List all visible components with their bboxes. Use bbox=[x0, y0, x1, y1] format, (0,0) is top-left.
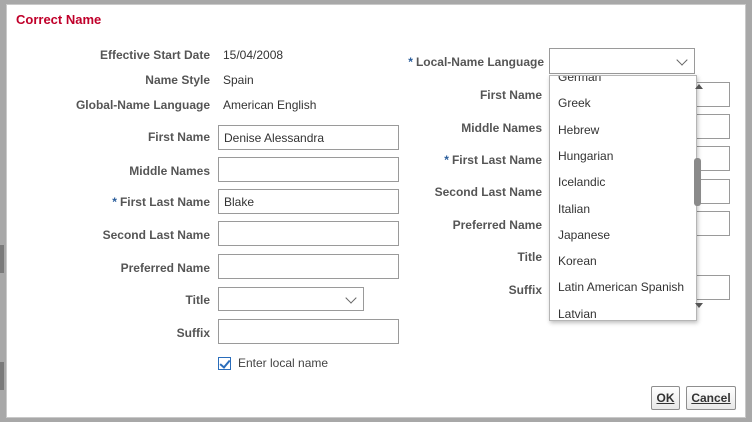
local-name-language-select[interactable] bbox=[549, 48, 695, 74]
cancel-button[interactable]: Cancel bbox=[686, 386, 736, 410]
local-name-language-label-text: Local-Name Language bbox=[415, 55, 544, 69]
suffix-label: Suffix bbox=[176, 326, 210, 340]
scroll-down-arrow-icon[interactable] bbox=[695, 303, 703, 308]
required-marker: * bbox=[112, 195, 117, 209]
local-suffix-label: Suffix bbox=[508, 283, 542, 297]
local-middle-names-label: Middle Names bbox=[461, 121, 542, 135]
background-edge-marker bbox=[0, 245, 4, 273]
dialog-title: Correct Name bbox=[16, 12, 102, 27]
ok-button[interactable]: OK bbox=[651, 386, 680, 410]
language-option[interactable]: Latin American Spanish bbox=[558, 280, 685, 295]
local-first-name-label: First Name bbox=[479, 88, 542, 102]
first-name-input[interactable]: Denise Alessandra bbox=[218, 125, 399, 150]
language-option[interactable]: Korean bbox=[558, 254, 597, 269]
second-last-name-input[interactable] bbox=[218, 221, 399, 246]
enter-local-name-label: Enter local name bbox=[238, 356, 329, 370]
local-first-last-name-label-text: First Last Name bbox=[451, 153, 542, 167]
language-option[interactable]: Greek bbox=[558, 96, 591, 111]
name-style-label: Name Style bbox=[145, 73, 210, 87]
title-select[interactable] bbox=[218, 287, 364, 311]
background-edge-marker bbox=[0, 362, 4, 390]
local-second-last-name-label: Second Last Name bbox=[434, 185, 542, 199]
language-option[interactable]: Italian bbox=[558, 201, 591, 216]
language-option[interactable]: German bbox=[558, 75, 602, 84]
global-name-language-value: American English bbox=[223, 98, 317, 112]
middle-names-label: Middle Names bbox=[129, 164, 210, 178]
local-preferred-name-label: Preferred Name bbox=[452, 218, 542, 232]
language-option[interactable]: Japanese bbox=[558, 227, 611, 242]
listbox-scrollbar-thumb[interactable] bbox=[694, 158, 701, 206]
scroll-up-arrow-icon[interactable] bbox=[695, 84, 703, 89]
local-middle-names-input[interactable] bbox=[695, 114, 730, 139]
local-name-language-label: *Local-Name Language bbox=[408, 55, 544, 69]
local-title-label: Title bbox=[517, 250, 542, 264]
name-style-value: Spain bbox=[223, 73, 254, 87]
first-last-name-label-text: First Last Name bbox=[119, 195, 210, 209]
effective-start-date-label: Effective Start Date bbox=[99, 48, 210, 62]
chevron-down-icon bbox=[676, 54, 688, 66]
chevron-down-icon bbox=[345, 292, 357, 304]
required-marker: * bbox=[408, 55, 413, 69]
first-last-name-input[interactable]: Blake bbox=[218, 189, 399, 214]
suffix-input[interactable] bbox=[218, 319, 399, 344]
language-option[interactable]: Hebrew bbox=[558, 122, 600, 137]
local-preferred-name-input[interactable] bbox=[695, 211, 730, 236]
local-suffix-input[interactable] bbox=[695, 275, 730, 300]
second-last-name-label: Second Last Name bbox=[102, 228, 210, 242]
middle-names-input[interactable] bbox=[218, 157, 399, 182]
effective-start-date-value: 15/04/2008 bbox=[223, 48, 284, 62]
first-name-label: First Name bbox=[147, 130, 210, 144]
language-option[interactable]: Hungarian bbox=[558, 148, 614, 163]
language-option[interactable]: Icelandic bbox=[558, 175, 606, 190]
title-label: Title bbox=[185, 293, 210, 307]
enter-local-name-checkbox[interactable] bbox=[218, 357, 231, 370]
required-marker: * bbox=[444, 153, 449, 167]
language-option[interactable]: Latvian bbox=[558, 306, 597, 321]
correct-name-dialog: Correct Name Effective Start Date 15/04/… bbox=[6, 4, 746, 418]
preferred-name-label: Preferred Name bbox=[120, 261, 210, 275]
global-name-language-label: Global-Name Language bbox=[75, 98, 210, 112]
first-last-name-label: *First Last Name bbox=[112, 195, 210, 209]
preferred-name-input[interactable] bbox=[218, 254, 399, 279]
local-first-last-name-label: *First Last Name bbox=[444, 153, 542, 167]
check-icon bbox=[219, 357, 231, 369]
